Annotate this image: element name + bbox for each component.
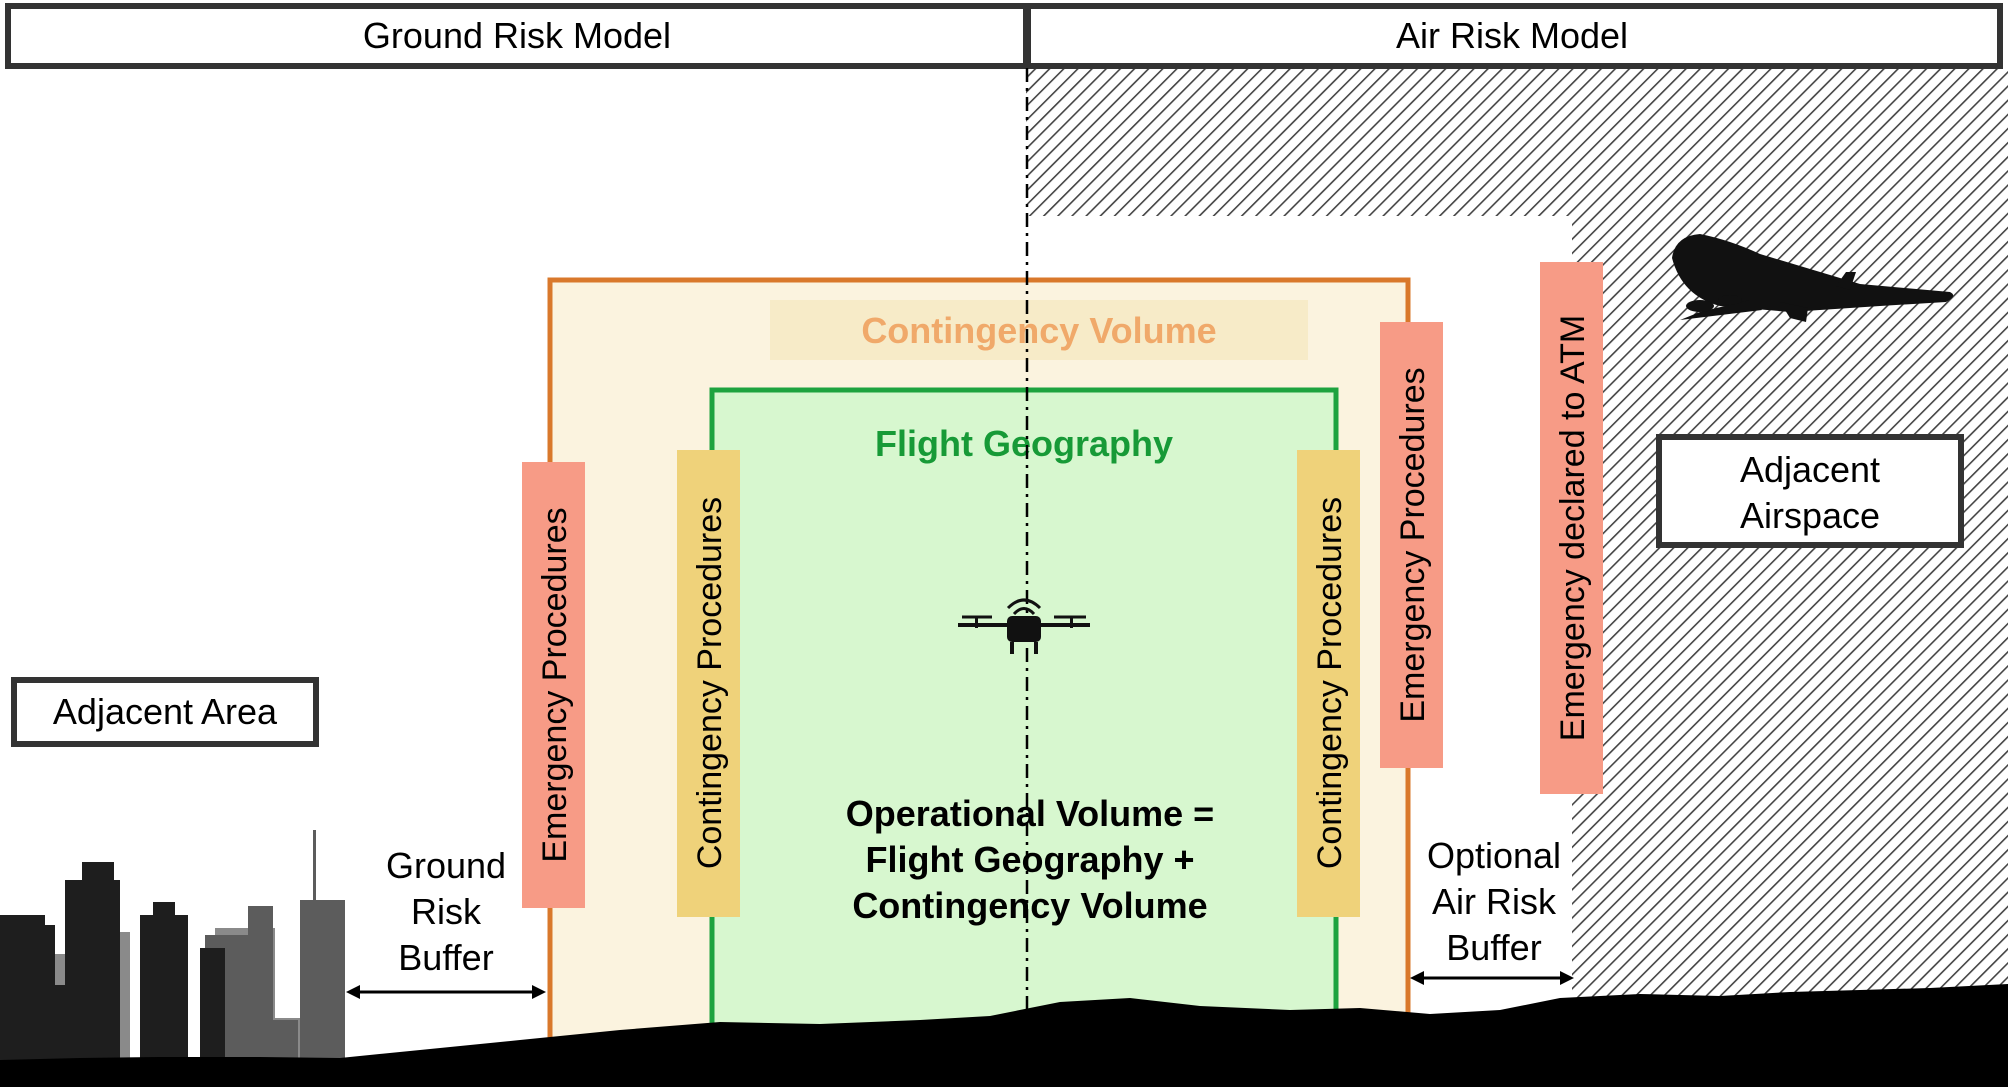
adjacent-airspace-box: [1656, 434, 1964, 548]
air-buffer-line2: Air Risk: [1432, 881, 1557, 922]
drone-icon: [958, 598, 1090, 654]
air-risk-header: [1025, 3, 2003, 69]
contingency-volume-label: Contingency Volume: [861, 310, 1216, 351]
contingency-procedures-bar-right: [1297, 450, 1360, 917]
adjacent-area-label: Adjacent Area: [53, 691, 278, 732]
ground-buffer-line2: Risk: [411, 891, 482, 932]
air-buffer-arrow: [1410, 971, 1574, 985]
air-risk-title: Air Risk Model: [1396, 15, 1628, 56]
adjacent-area-box: [11, 677, 319, 747]
operational-volume-line1: Operational Volume =: [846, 793, 1214, 834]
contingency-procedures-label-left: Contingency Procedures: [691, 497, 729, 869]
ground-buffer-arrow: [346, 985, 546, 999]
operational-volume-line2: Flight Geography +: [865, 839, 1194, 880]
air-buffer-line1: Optional: [1427, 835, 1561, 876]
adjacent-airspace-line1: Adjacent: [1740, 449, 1880, 490]
emergency-procedures-label-right: Emergency Procedures: [1394, 367, 1432, 722]
ground-buffer-line3: Buffer: [398, 937, 493, 978]
contingency-procedures-label-right: Contingency Procedures: [1311, 497, 1349, 869]
airplane-icon: [1672, 234, 1954, 322]
emergency-atm-bar: [1540, 262, 1603, 794]
emergency-procedures-bar-left: [522, 462, 585, 908]
air-risk-hatched-region: [1026, 68, 2008, 1087]
operational-volume-line3: Contingency Volume: [852, 885, 1207, 926]
contingency-procedures-bar-left: [677, 450, 740, 917]
adjacent-airspace-line2: Airspace: [1740, 495, 1880, 536]
flight-geography-label: Flight Geography: [875, 423, 1173, 464]
emergency-procedures-label-left: Emergency Procedures: [536, 507, 574, 862]
contingency-volume-label-bg: [770, 300, 1308, 360]
city-skyline: [0, 830, 345, 1075]
flight-geography-box: [709, 387, 1339, 1043]
emergency-atm-label: Emergency declared to ATM: [1554, 315, 1592, 741]
ground-terrain: [0, 984, 2008, 1087]
air-buffer-line3: Buffer: [1446, 927, 1541, 968]
ground-risk-title: Ground Risk Model: [363, 15, 671, 56]
ground-buffer-line1: Ground: [386, 845, 506, 886]
emergency-procedures-bar-right: [1380, 322, 1443, 768]
